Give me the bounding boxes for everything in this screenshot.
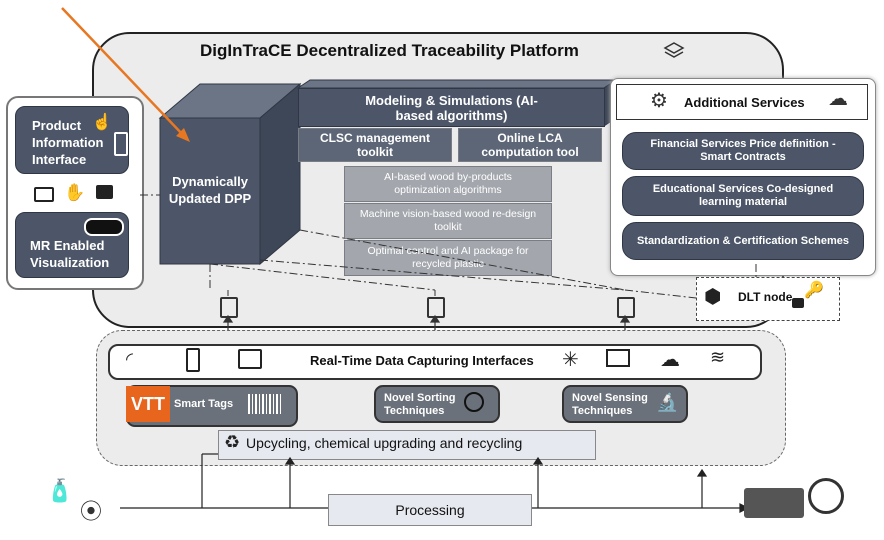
- computer-icon: [606, 349, 630, 367]
- network-icon: ✳: [562, 349, 579, 371]
- id-card-icon: [34, 187, 54, 202]
- standardization-label: Standardization & Certification Schemes: [636, 234, 850, 247]
- cloud-sync-icon: ☁: [660, 349, 680, 371]
- processing-box: Processing: [328, 494, 532, 526]
- wood-products-icon: [744, 488, 804, 518]
- data-capture-title: Real-Time Data Capturing Interfaces: [310, 353, 534, 368]
- sorting-label: Novel Sorting Techniques: [384, 392, 456, 417]
- dlt-node-box: [696, 277, 840, 321]
- vr-headset-icon: [84, 218, 124, 236]
- microscope-icon: 🔬: [656, 392, 679, 412]
- ai-stack-item: Machine vision-based wood re-design tool…: [344, 203, 552, 239]
- additional-services-title: Additional Services: [684, 95, 805, 110]
- ai-stack-label: AI-based wood by-products optimization a…: [384, 171, 512, 196]
- additional-services-header: [616, 84, 868, 120]
- product-info-interface[interactable]: Product Information Interface: [15, 106, 129, 174]
- recycle-icon: ♻: [224, 432, 241, 452]
- lca-label: Online LCA computation tool: [481, 131, 579, 159]
- barcode-icon: [248, 394, 282, 414]
- vtt-logo: VTT: [126, 386, 170, 422]
- modeling-simulations-box: Modeling & Simulations (AI-based algorit…: [298, 88, 605, 127]
- sensing-label: Novel Sensing Techniques: [572, 392, 648, 417]
- pii-label: Product Information Interface: [32, 118, 104, 167]
- magnifier-icon: [464, 392, 484, 412]
- data-capture-bar: [108, 344, 762, 380]
- ai-stack-label: Machine vision-based wood re-design tool…: [359, 208, 537, 233]
- standardization-item: Standardization & Certification Schemes: [622, 222, 864, 260]
- clsc-toolkit-box: CLSC management toolkit: [298, 128, 452, 162]
- blocks-icon: ⬢: [704, 286, 722, 308]
- key-icon: 🔑: [804, 282, 824, 299]
- badge-icon: [96, 185, 113, 199]
- financial-services-label: Financial Services Price definition - Sm…: [650, 138, 836, 163]
- wifi-icon: ≋: [710, 347, 726, 367]
- layers-icon: [663, 40, 685, 67]
- phone-icon: [114, 132, 128, 156]
- educational-services-label: Educational Services Co-designed learnin…: [652, 183, 834, 208]
- clsc-label: CLSC management toolkit: [319, 131, 431, 159]
- cloud-network-icon: ☁: [828, 88, 848, 110]
- gear-hand-icon: ⚙: [650, 90, 668, 112]
- touch-icon: ☝: [92, 114, 112, 131]
- hand-plant-icon: ✋: [64, 183, 86, 202]
- lock-icon: [792, 298, 804, 308]
- mobile-icon: [186, 348, 200, 372]
- dpp-label: Dynamically Updated DPP: [168, 174, 252, 206]
- dlt-node-label: DLT node: [738, 290, 793, 304]
- logs-icon: ⦿: [80, 499, 103, 524]
- ai-stack-item: AI-based wood by-products optimization a…: [344, 166, 552, 202]
- mr-label: MR Enabled Visualization: [30, 238, 110, 270]
- smart-tags-label: Smart Tags: [174, 398, 234, 410]
- upcycling-box: [218, 430, 596, 460]
- bottles-icon: 🧴: [46, 478, 74, 503]
- wireless-icon: ◜: [126, 349, 133, 369]
- ai-stack-label: Optimal control and AI package for recyc…: [367, 245, 529, 270]
- financial-services-item: Financial Services Price definition - Sm…: [622, 132, 864, 170]
- lca-tool-box: Online LCA computation tool: [458, 128, 602, 162]
- sensing-box: Novel Sensing Techniques: [562, 385, 688, 423]
- upcycling-label: Upcycling, chemical upgrading and recycl…: [246, 435, 523, 451]
- educational-services-item: Educational Services Co-designed learnin…: [622, 176, 864, 216]
- tablet-icon: [238, 349, 262, 369]
- modeling-title: Modeling & Simulations (AI-based algorit…: [365, 92, 538, 123]
- platform-title: DigInTraCE Decentralized Traceability Pl…: [200, 41, 579, 60]
- paper-rolls-icon: [808, 478, 844, 514]
